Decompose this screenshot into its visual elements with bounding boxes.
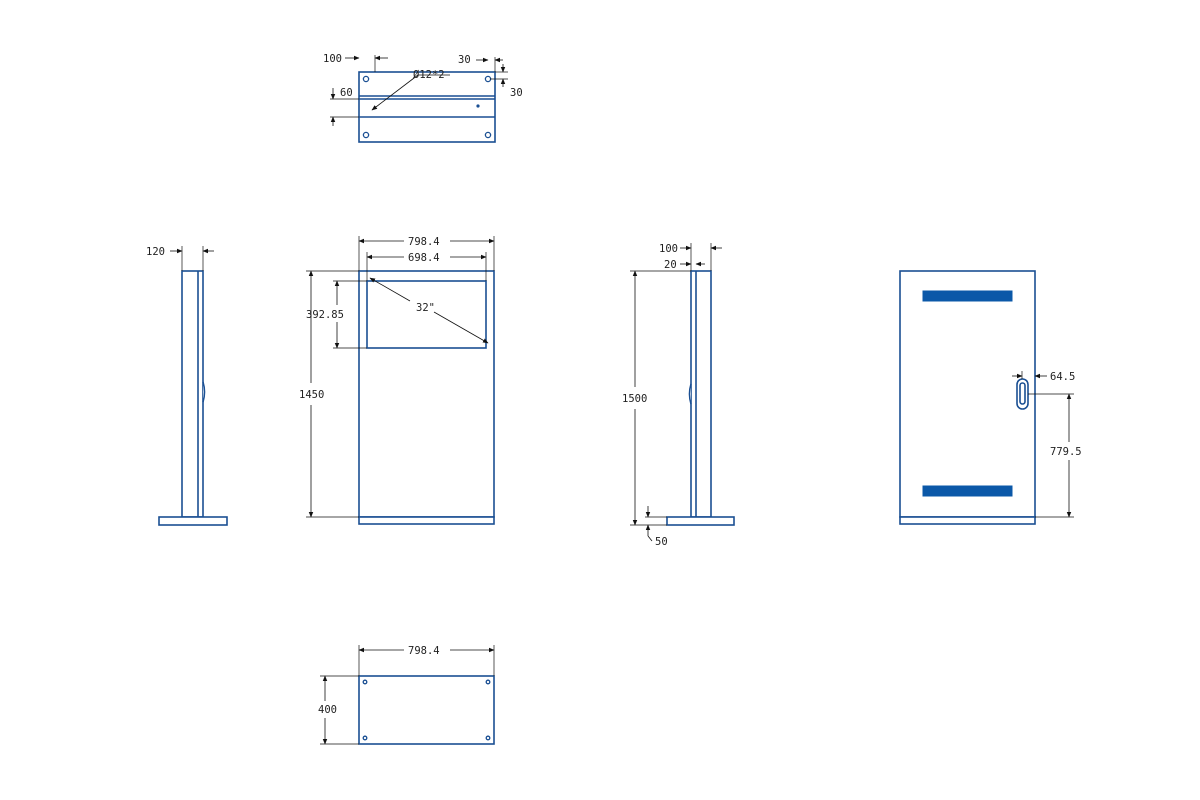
leader-line [647, 535, 653, 542]
hole-spec-label: Ø12*2 [413, 69, 445, 81]
base-hole [485, 679, 491, 685]
side-view-left: 120 [146, 246, 228, 526]
dimension-line [433, 311, 489, 344]
front-screen [366, 280, 487, 349]
dim-screen-width: 698.4 [408, 252, 440, 264]
front-base [358, 516, 495, 525]
back-view: 64.5 779.5 [899, 270, 1082, 525]
dim-screen-diagonal: 32" [416, 302, 435, 314]
dimension-line [369, 277, 411, 302]
vent-slot-bottom [922, 485, 1013, 497]
mount-hole [362, 75, 370, 83]
dim-base-depth: 400 [318, 704, 337, 716]
dim-top-right-offset: 30 [458, 54, 471, 66]
side-right-handle [688, 383, 692, 405]
base-hole [485, 735, 491, 741]
side-view-right: 100 20 1500 50 [622, 243, 735, 548]
front-view: 798.4 698.4 392.85 32" 1450 [299, 236, 495, 525]
dim-left-depth: 120 [146, 246, 165, 258]
back-cabinet [899, 270, 1036, 518]
back-base [899, 516, 1036, 525]
dim-top-left-vertical: 60 [340, 87, 353, 99]
dim-right-height: 1500 [622, 393, 647, 405]
door-lock-slot [1019, 382, 1026, 405]
base-plate [358, 675, 495, 745]
dim-lock-offset: 64.5 [1050, 371, 1075, 383]
side-right-column [690, 270, 712, 518]
dim-lock-height: 779.5 [1050, 446, 1082, 458]
top-view-outline [358, 71, 496, 143]
dim-front-width: 798.4 [408, 236, 440, 248]
mount-hole [476, 104, 480, 108]
mount-hole [484, 131, 492, 139]
dim-base-thickness: 50 [655, 536, 668, 548]
dim-right-inner-offset: 20 [664, 259, 677, 271]
base-hole [362, 735, 368, 741]
dim-right-depth: 100 [659, 243, 678, 255]
leader-line [371, 74, 419, 111]
vent-slot-top [922, 290, 1013, 302]
side-left-column [181, 270, 204, 518]
dim-top-left-offset: 100 [323, 53, 342, 65]
base-plate-view: 798.4 400 [318, 645, 495, 745]
mount-hole [362, 131, 370, 139]
mount-hole [484, 75, 492, 83]
base-hole [362, 679, 368, 685]
top-view: 100 30 30 60 Ø12*2 [323, 53, 523, 143]
dim-base-width: 798.4 [408, 645, 440, 657]
dim-screen-height: 392.85 [306, 309, 344, 321]
side-left-base [158, 516, 228, 526]
side-right-base [666, 516, 735, 526]
side-left-handle [202, 381, 206, 403]
dim-front-height: 1450 [299, 389, 324, 401]
dim-top-right-vertical: 30 [510, 87, 523, 99]
